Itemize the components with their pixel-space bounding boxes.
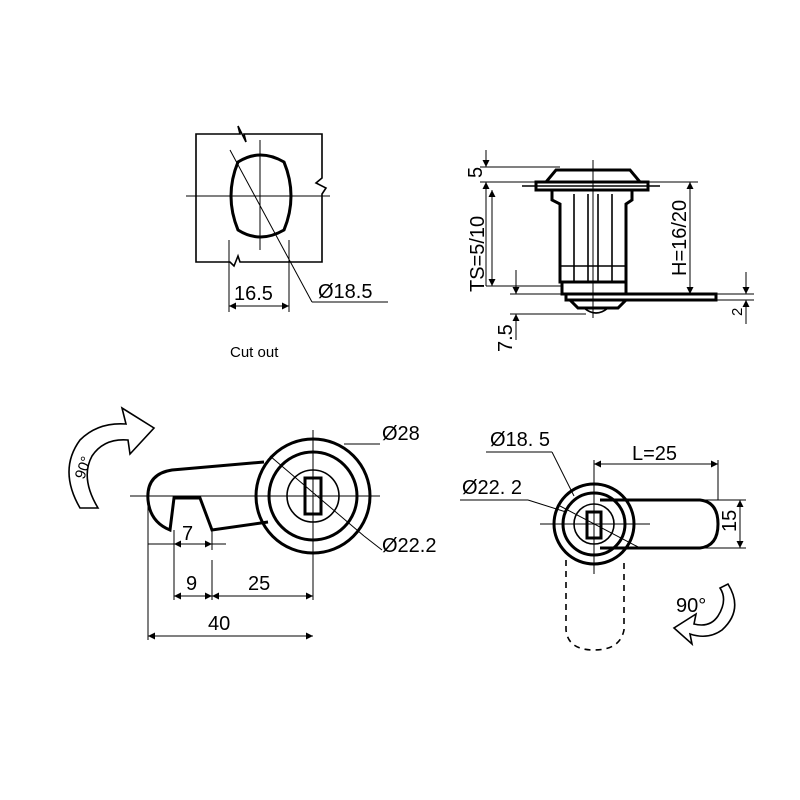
- rotation-arrow-icon: [68, 406, 156, 509]
- dim-25: 25: [248, 573, 270, 595]
- cutout-width-label: 16.5: [234, 283, 273, 305]
- cutout-diameter-label: Ø18.5: [318, 281, 372, 303]
- front-inner-diameter-label: Ø22.2: [382, 535, 436, 557]
- dim-h: H=16/20: [669, 200, 691, 276]
- dim-bottom-7-5: 7.5: [495, 324, 517, 352]
- dim-40: 40: [208, 613, 230, 635]
- cutout-hole: [229, 153, 293, 239]
- rear-view: Ø18. 5 Ø22. 2 L=25 15 90°: [460, 429, 746, 651]
- cutout-caption: Cut out: [230, 344, 279, 361]
- rear-width-label: 15: [719, 510, 741, 532]
- side-view: 5 TS=5/10 7.5 H=16/20 2: [465, 150, 754, 352]
- dim-top-5: 5: [465, 167, 487, 178]
- front-view: 90° Ø28 Ø22.2 7 9 25 40: [68, 406, 436, 640]
- rear-cam-arm: [600, 498, 720, 550]
- dim-9: 9: [186, 573, 197, 595]
- rear-length-label: L=25: [632, 443, 677, 465]
- rear-rotation-label: 90°: [676, 595, 706, 617]
- front-rotation-label: 90°: [72, 454, 96, 481]
- lock-body: [550, 188, 634, 284]
- dim-cam-2: 2: [729, 308, 746, 316]
- front-outer-diameter-label: Ø28: [382, 423, 420, 445]
- dim-ts: TS=5/10: [467, 216, 489, 292]
- cutout-view: 16.5 Ø18.5 Cut out: [186, 125, 388, 361]
- diameter-leader: [229, 149, 313, 303]
- rotated-cam-outline: [565, 560, 625, 651]
- panel-plate: [195, 125, 328, 268]
- rear-rotation-arrow-icon: [672, 582, 736, 647]
- cam-arm: [564, 292, 718, 302]
- dim-7: 7: [182, 523, 193, 545]
- rear-diameter-18-5-label: Ø18. 5: [490, 429, 550, 451]
- rear-diameter-22-2-label: Ø22. 2: [462, 477, 522, 499]
